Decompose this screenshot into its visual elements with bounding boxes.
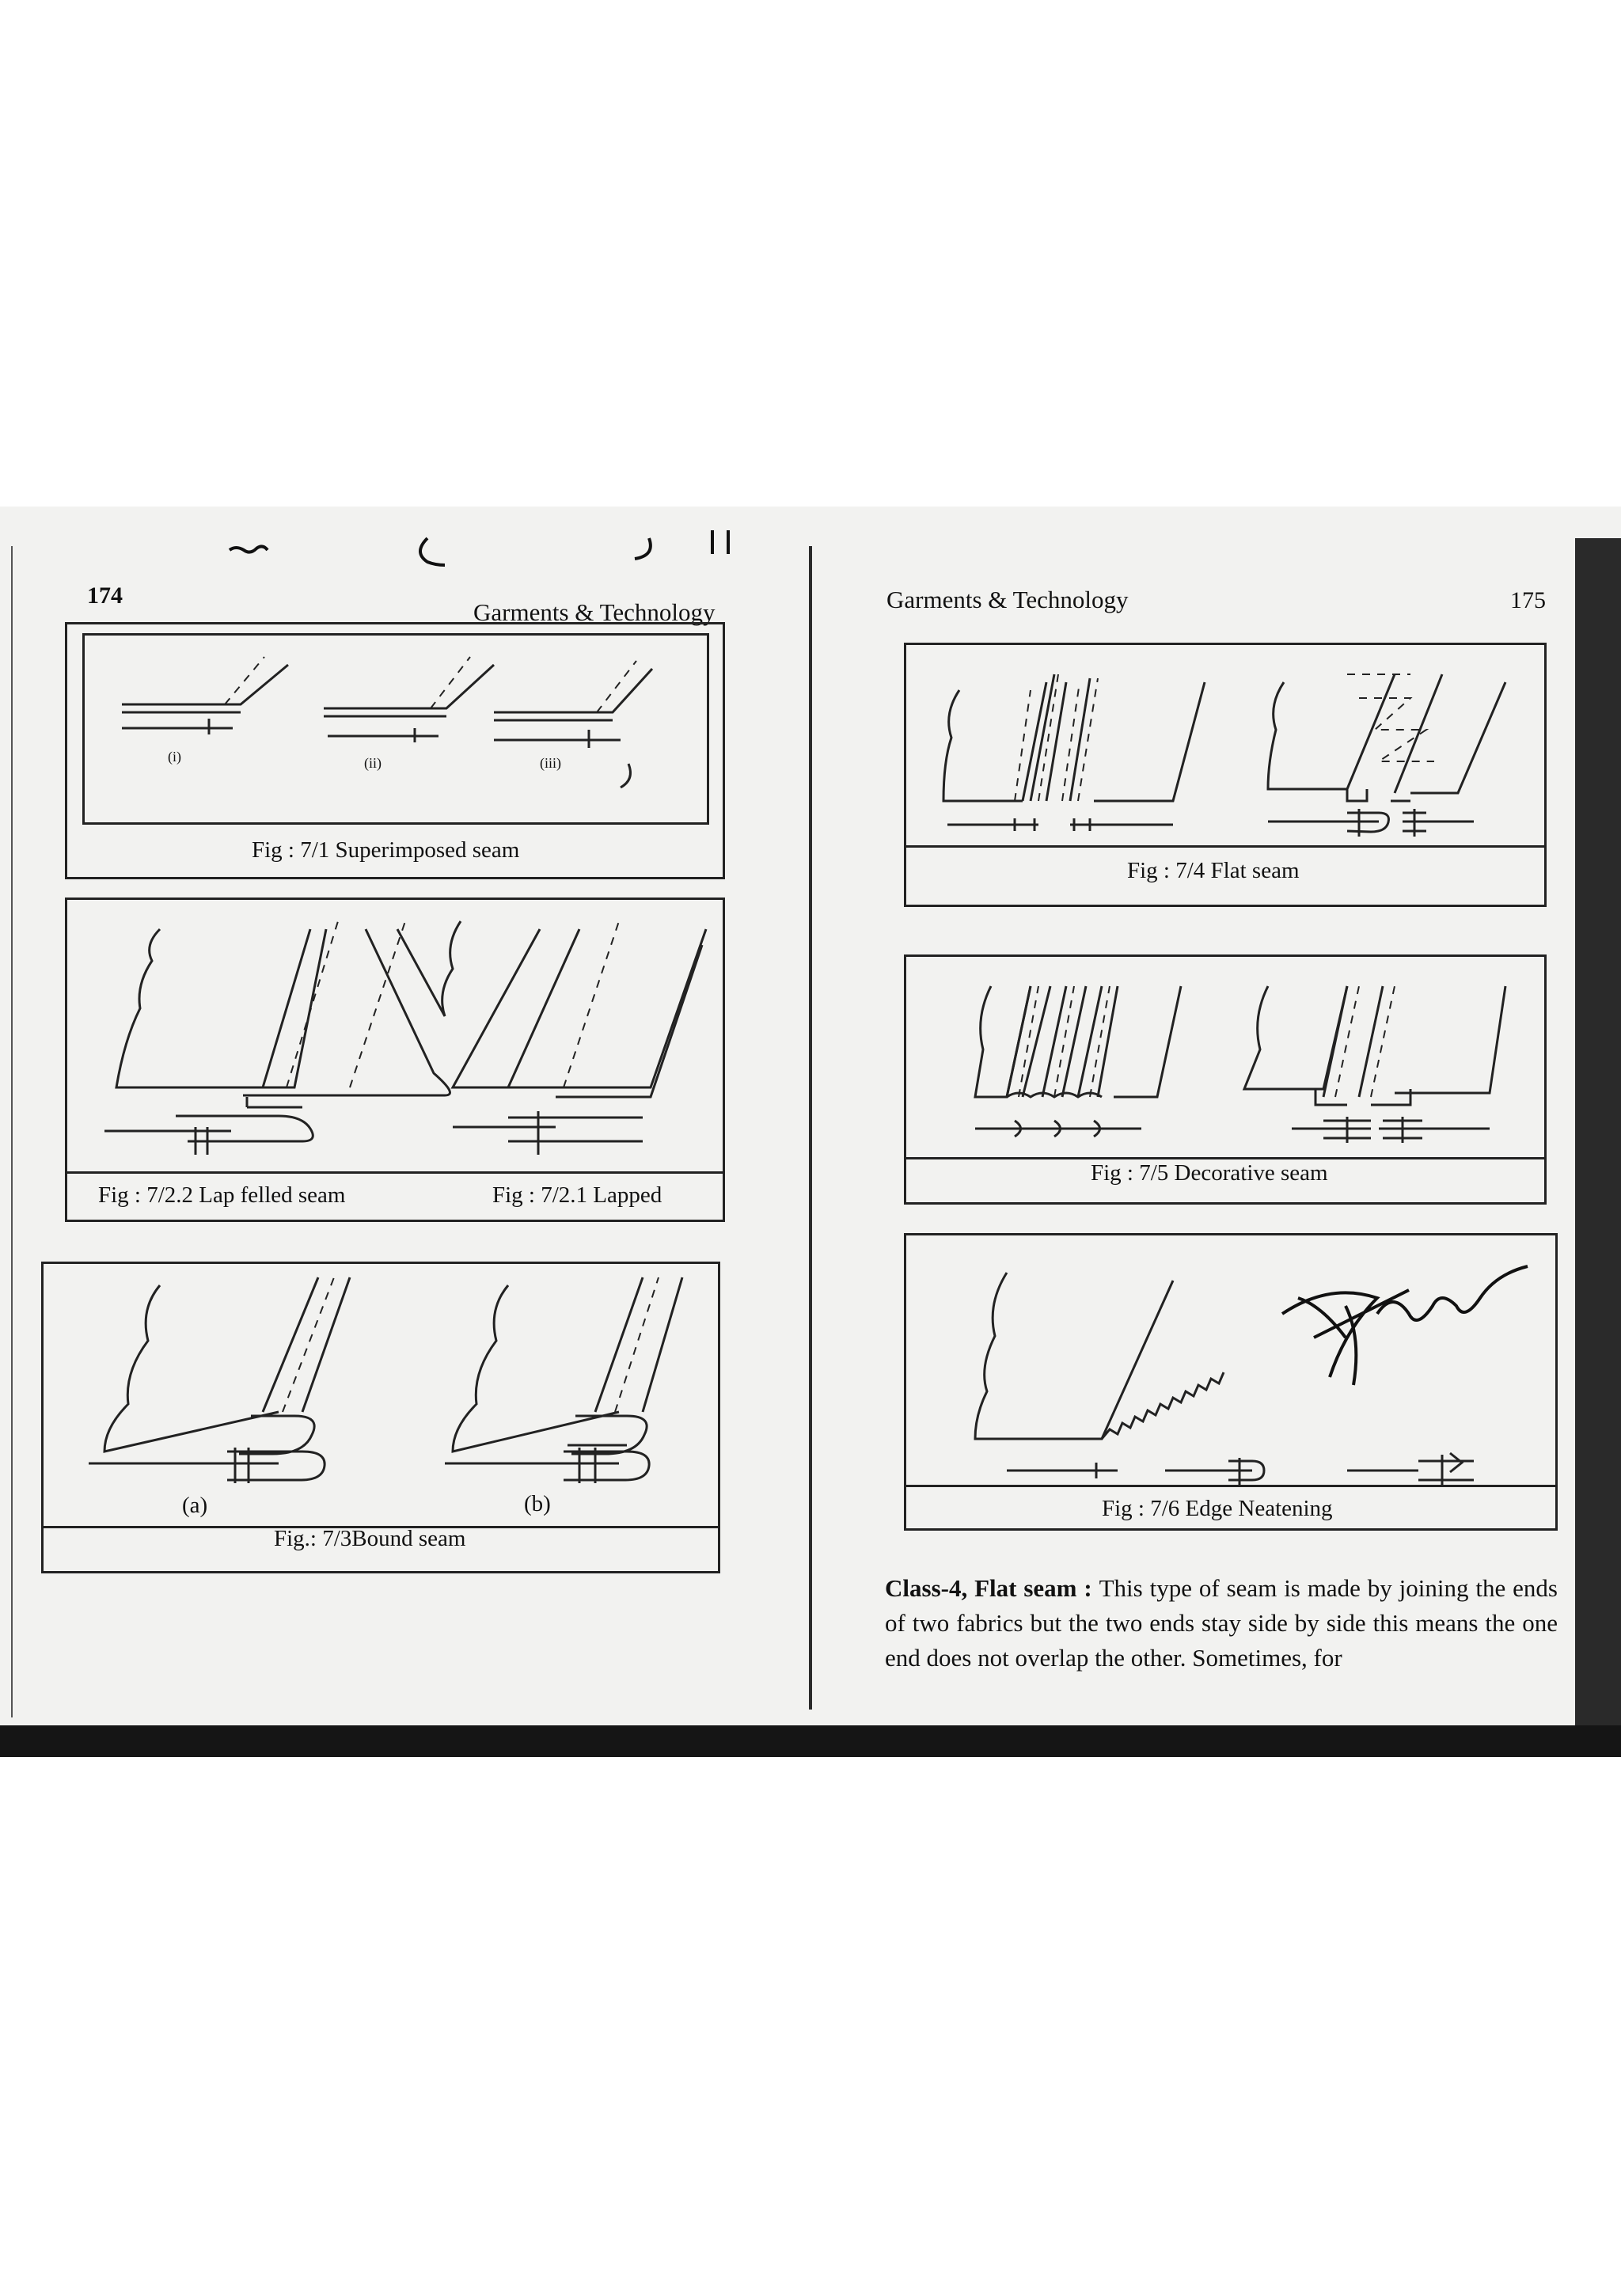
body-paragraph: Class-4, Flat seam : This type of seam i… xyxy=(885,1571,1558,1676)
label-i: (i) xyxy=(168,749,181,765)
figure-bound-drawing xyxy=(89,1277,684,1483)
figure-flat-drawing xyxy=(942,674,1507,837)
figure-bound-caption: Fig.: 7/3Bound seam xyxy=(274,1526,466,1551)
book-gutter xyxy=(809,546,812,1710)
page-number-right: 175 xyxy=(1510,587,1546,613)
figure-flat-caption: Fig : 7/4 Flat seam xyxy=(1127,858,1300,883)
figure-superimposed-caption: Fig : 7/1 Superimposed seam xyxy=(252,837,520,863)
running-head-right: Garments & Technology xyxy=(886,586,1129,613)
figure-edge-drawing xyxy=(974,1272,1474,1485)
figure-edge-caption: Fig : 7/6 Edge Neatening xyxy=(1102,1496,1333,1521)
figure-superimposed-inner-frame xyxy=(82,633,709,825)
figure-lapped-caption: Fig : 7/2.1 Lapped xyxy=(492,1182,662,1208)
figure-bound-caption-bar xyxy=(41,1526,720,1573)
figure-bound-label-a: (a) xyxy=(182,1493,208,1518)
paragraph-heading: Class-4, Flat seam : xyxy=(885,1574,1092,1602)
figure-edge-caption-bar xyxy=(904,1485,1558,1531)
page-edge-left xyxy=(11,546,13,1717)
figure-decorative-drawing xyxy=(974,985,1507,1143)
figure-flat-caption-bar xyxy=(904,845,1547,907)
running-head-left: Garments & Technology xyxy=(473,598,716,626)
handwritten-marks xyxy=(228,530,730,567)
figure-lap-felled-caption: Fig : 7/2.2 Lap felled seam xyxy=(98,1182,346,1208)
figure-superimposed-drawing xyxy=(122,656,654,789)
paragraph-text: This type of seam is made by joining the… xyxy=(885,1574,1558,1672)
figure-bound-label-b: (b) xyxy=(524,1491,551,1516)
page-number-left: 174 xyxy=(87,583,123,609)
page-edge-right xyxy=(1575,538,1621,1757)
label-iii: (iii) xyxy=(540,755,561,771)
figure-decorative-caption: Fig : 7/5 Decorative seam xyxy=(1091,1160,1328,1186)
figure-superimposed-frame xyxy=(65,622,725,879)
figure-lap-drawing xyxy=(104,920,708,1155)
figure-lap-caption-bar xyxy=(65,1171,725,1222)
scan-shadow-band xyxy=(0,1725,1621,1757)
handwritten-signature xyxy=(1281,1265,1528,1386)
label-ii: (ii) xyxy=(364,755,382,771)
figure-decorative-caption-bar xyxy=(904,1157,1547,1205)
